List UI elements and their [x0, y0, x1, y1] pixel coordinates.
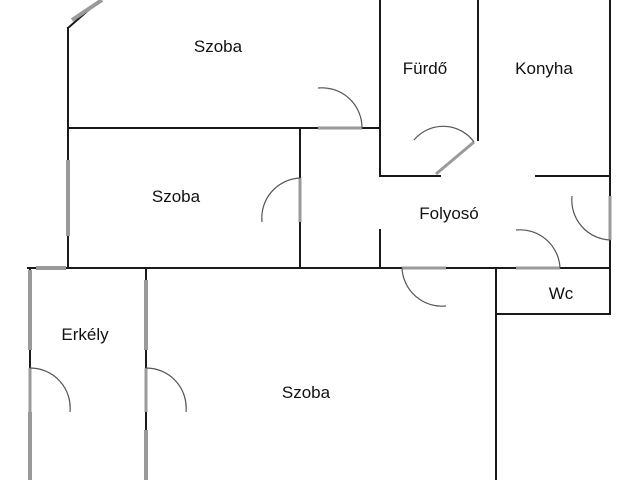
- door-mid-szoba: [261, 177, 302, 223]
- door-bathroom: [413, 125, 475, 176]
- door-balcony-left: [28, 367, 71, 413]
- door-top-szoba: [317, 87, 363, 130]
- room-label-wc: Wc: [549, 284, 574, 303]
- room-label-folyoso: Folyosó: [419, 204, 479, 223]
- room-label-szoba-top: Szoba: [194, 37, 243, 56]
- room-label-furdo: Fürdő: [403, 59, 447, 78]
- room-label-konyha: Konyha: [515, 59, 573, 78]
- door-kitchen: [571, 195, 612, 241]
- room-label-szoba-mid: Szoba: [152, 187, 201, 206]
- window-diagonal: [70, 0, 104, 22]
- door-wc: [515, 229, 561, 270]
- door-bottom-szoba: [401, 266, 447, 307]
- door-balcony-right: [144, 367, 187, 413]
- doors: [28, 87, 612, 413]
- room-label-szoba-bottom: Szoba: [282, 383, 331, 402]
- windows: [28, 0, 148, 480]
- room-labels: Szoba Fürdő Konyha Szoba Folyosó Wc Erké…: [61, 37, 573, 402]
- room-label-erkely: Erkély: [61, 325, 109, 344]
